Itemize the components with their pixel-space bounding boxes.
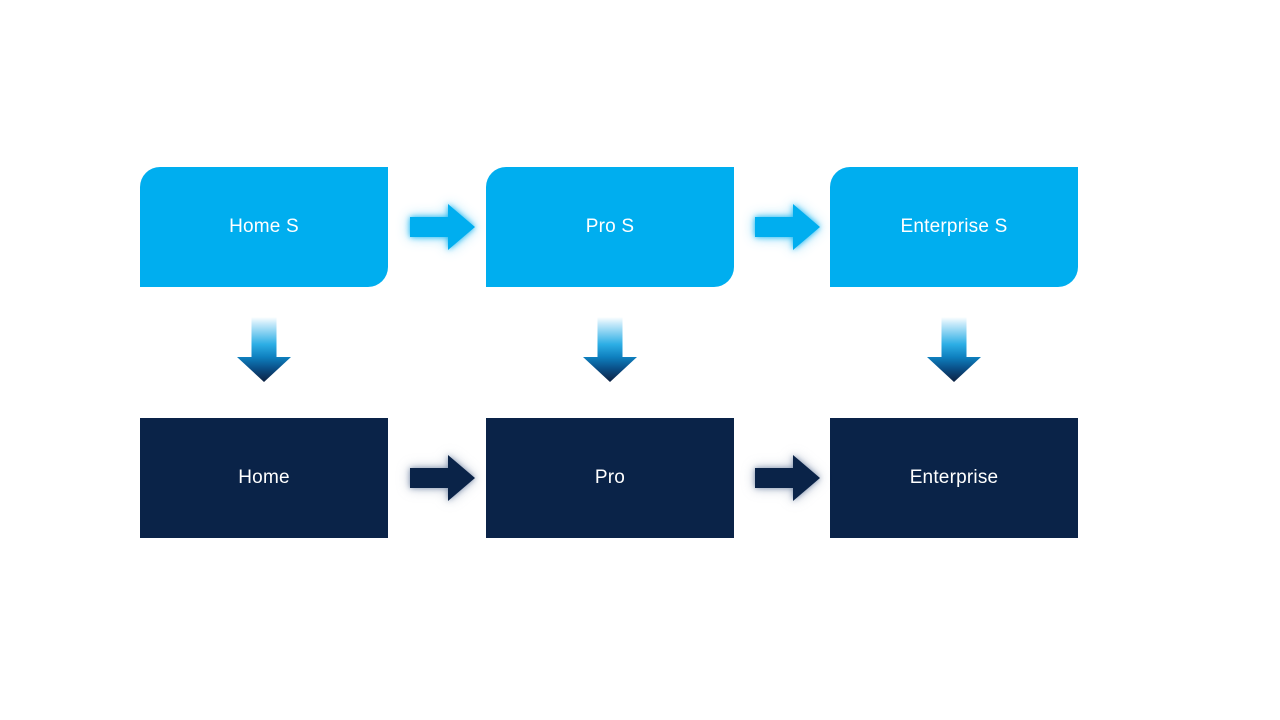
down-arrow-icon-1	[237, 317, 291, 382]
stage-label-enterprise-s: Enterprise S	[900, 216, 1008, 237]
stage-box-pro: Pro	[486, 418, 734, 538]
stage-box-enterprise: Enterprise	[830, 418, 1078, 538]
right-arrow-icon-bottom-1	[410, 455, 475, 501]
stage-label-pro: Pro	[594, 467, 626, 488]
stage-label-pro-s: Pro S	[585, 216, 635, 237]
stage-box-home: Home	[140, 418, 388, 538]
right-arrow-icon-bottom-2	[755, 455, 820, 501]
stage-label-home-s: Home S	[229, 216, 299, 237]
stage-label-enterprise: Enterprise	[909, 467, 999, 488]
stage-box-enterprise-s: Enterprise S	[830, 167, 1078, 287]
stage-label-home: Home	[238, 467, 290, 488]
stage-box-home-s: Home S	[140, 167, 388, 287]
down-arrow-icon-3	[927, 317, 981, 382]
stage-box-pro-s: Pro S	[486, 167, 734, 287]
down-arrow-icon-2	[583, 317, 637, 382]
right-arrow-icon-top-2	[755, 204, 820, 250]
right-arrow-icon-top-1	[410, 204, 475, 250]
